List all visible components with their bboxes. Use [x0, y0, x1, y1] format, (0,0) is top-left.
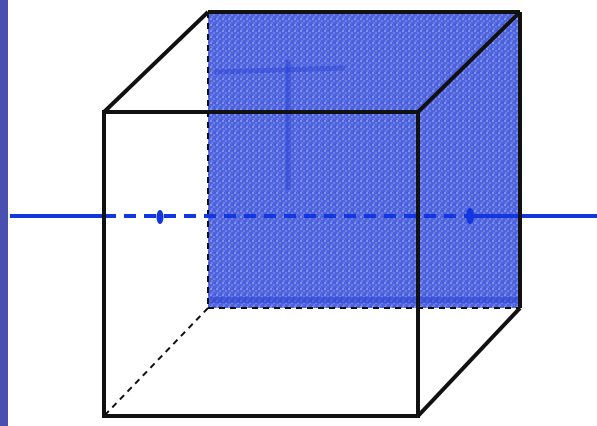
axis-piercing-point-back: [466, 208, 474, 224]
front-face: [102, 110, 420, 418]
axis-piercing-point-front: [156, 210, 164, 224]
hidden-edge-bottom-left-diagonal: [103, 307, 209, 417]
edge-top-left-diagonal: [102, 10, 210, 114]
hidden-edges: [103, 12, 520, 417]
left-edge-strip: [0, 0, 8, 426]
edge-bottom-right-diagonal: [416, 306, 522, 418]
visible-edges: [102, 10, 522, 418]
rotation-axis: [10, 208, 597, 224]
edge-top-right-diagonal: [416, 10, 522, 114]
face-streak: [214, 65, 346, 75]
